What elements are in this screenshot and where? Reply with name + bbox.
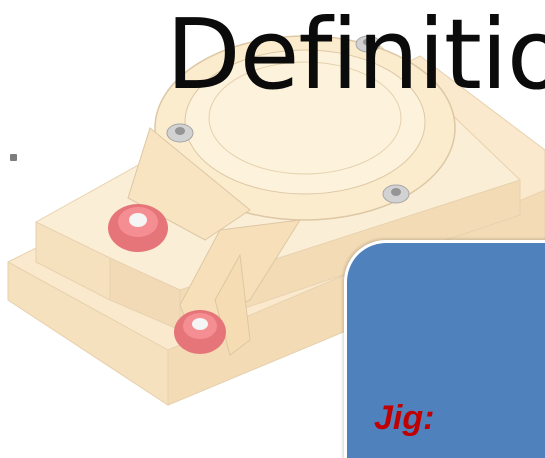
square-bullet-icon <box>10 154 17 161</box>
jig-callout-box: Jig: <box>344 240 545 458</box>
slide-title: Definitio <box>166 0 545 111</box>
callout-label: Jig: <box>374 399 435 437</box>
